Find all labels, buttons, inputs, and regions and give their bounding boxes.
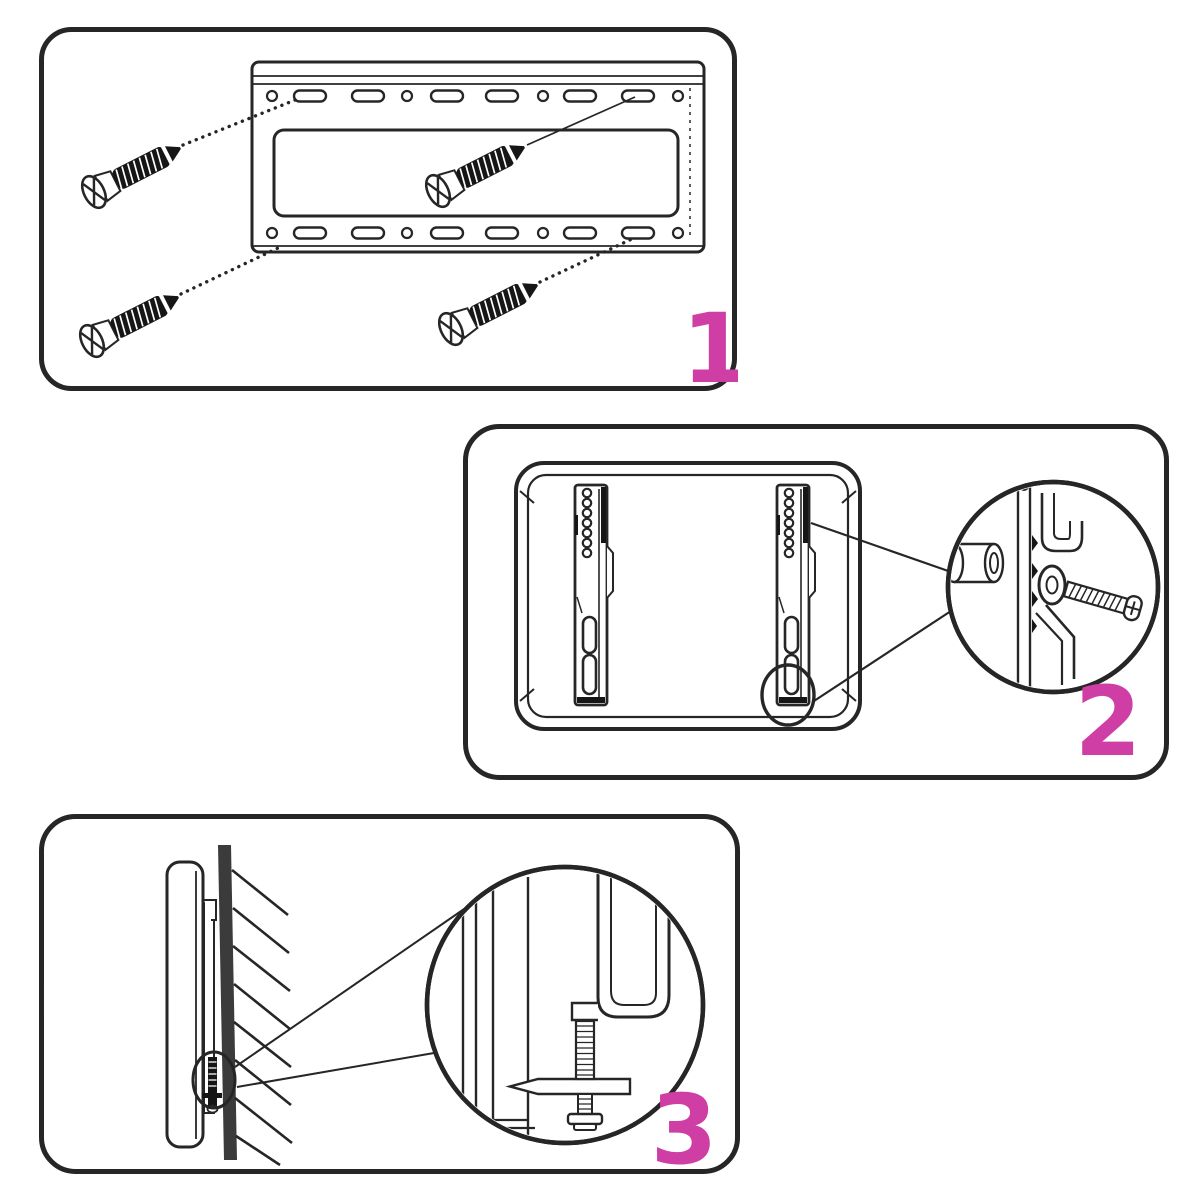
magnifier-ring [945, 479, 1161, 695]
detail-callout-ellipse [191, 1050, 237, 1110]
bracket-hook-profile [1035, 493, 1084, 685]
vesa-bracket-left [573, 483, 615, 707]
plate-hole-row-top [265, 89, 685, 103]
tv-corner-seams [519, 490, 857, 702]
machine-screw-icon [1062, 580, 1143, 622]
callout-lines [234, 906, 468, 1088]
tv-side-view [165, 860, 205, 1149]
magnifier-ring [424, 864, 706, 1146]
step-3-illustration: 3 [39, 814, 740, 1175]
plate-hole-row-bottom [265, 226, 685, 240]
bracket-side-view [203, 899, 217, 1114]
step-2-illustration: 2 [463, 424, 1169, 780]
spacer-icon [951, 542, 1005, 584]
vesa-bracket-right [775, 483, 817, 707]
washer-icon [1037, 564, 1067, 606]
locking-screw-icon [505, 1019, 632, 1131]
plate-top-fold [252, 75, 704, 85]
wall-plate [250, 60, 706, 254]
wall [218, 845, 293, 1167]
detail-callout-ellipse [760, 663, 816, 727]
step-number: 3 [651, 1074, 718, 1175]
magnifier-detail [951, 485, 1143, 689]
callout-lines [810, 521, 955, 702]
step-number: 2 [1075, 666, 1142, 778]
step-1-illustration: 1 [39, 27, 738, 392]
tv-back-layers [461, 873, 535, 1140]
wall-plate-rail [570, 871, 671, 1022]
magnifier-detail [461, 871, 671, 1140]
screw-guide-lines [179, 96, 636, 296]
step-number: 1 [682, 293, 738, 392]
